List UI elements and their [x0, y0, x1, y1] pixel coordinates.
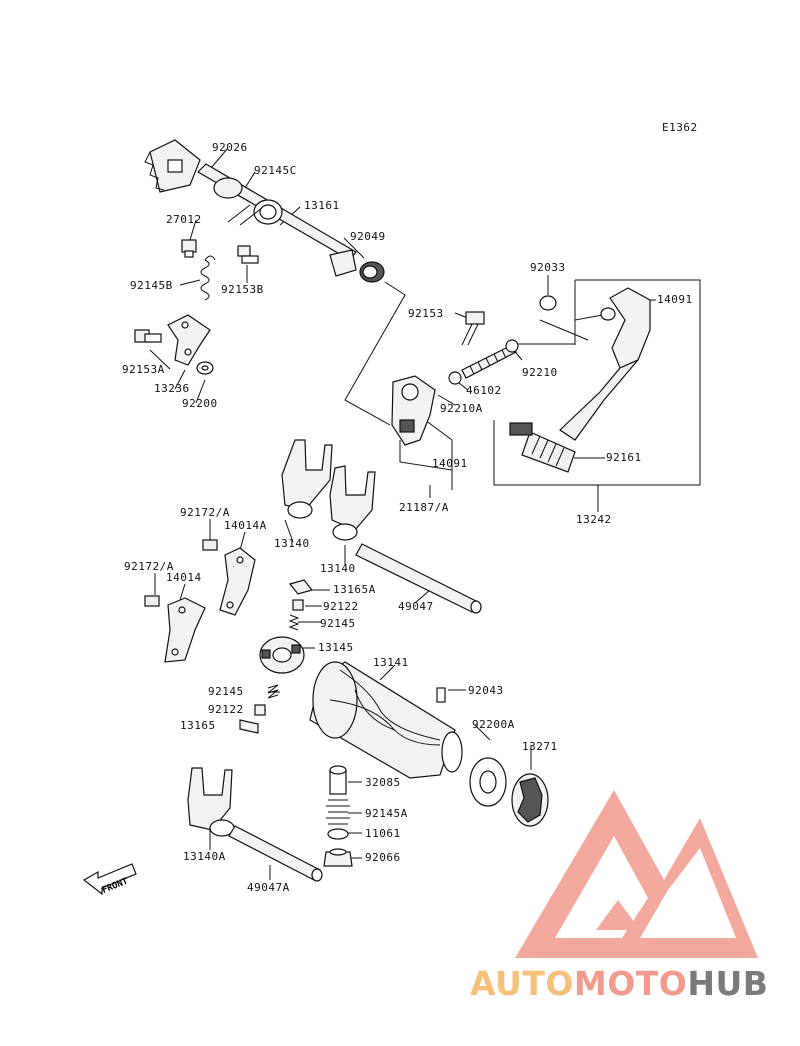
screw-92172A-upper	[202, 539, 218, 551]
label-92200A: 92200A	[472, 718, 515, 731]
label-92200: 92200	[182, 397, 218, 410]
spring-92145A	[326, 799, 350, 825]
label-92026: 92026	[212, 141, 248, 154]
shift-drum-13141	[309, 661, 463, 779]
front-direction-arrow: FRONT	[82, 863, 137, 896]
label-32085: 32085	[365, 776, 401, 789]
spring-92145-upper	[288, 614, 300, 631]
shift-fork-13140-middle	[329, 465, 376, 541]
label-92153B: 92153B	[221, 283, 264, 296]
label-92066: 92066	[365, 851, 401, 864]
label-13140-upper: 13140	[274, 537, 310, 550]
label-14091-lever: 14091	[432, 457, 468, 470]
spring-92145-lower	[267, 684, 279, 699]
label-92172A-lower: 92172/A	[124, 560, 174, 573]
label-49047: 49047	[398, 600, 434, 613]
leader-lines	[149, 147, 701, 880]
label-92033: 92033	[530, 261, 566, 274]
label-13140A: 13140A	[183, 850, 226, 863]
label-46102: 46102	[466, 384, 502, 397]
rod-46102	[448, 339, 519, 385]
label-14014A: 14014A	[224, 519, 267, 532]
pin-13165A	[288, 579, 314, 595]
label-92122-upper: 92122	[323, 600, 359, 613]
watermark-hub: HUB	[687, 964, 769, 1003]
watermark-logo	[515, 790, 758, 958]
shaft-49047A	[228, 825, 323, 882]
watermark-moto: MOTO	[573, 964, 688, 1003]
label-92122-lower: 92122	[208, 703, 244, 716]
label-13165A: 13165A	[333, 583, 376, 596]
circlip-92033	[539, 295, 557, 311]
bolt-92153	[461, 311, 485, 346]
watermark-auto: AUTO	[470, 964, 574, 1003]
pin-32085	[329, 765, 347, 795]
label-92145-upper: 92145	[320, 617, 356, 630]
pin-92122-upper	[292, 599, 304, 611]
label-13145: 13145	[318, 641, 354, 654]
ring-11061	[327, 828, 349, 840]
label-13141: 13141	[373, 656, 409, 669]
label-49047A: 49047A	[247, 881, 290, 894]
plate-14014A	[219, 547, 256, 616]
label-92145C: 92145C	[254, 164, 297, 177]
plate-13236	[167, 314, 211, 366]
shift-fork-13140-upper	[281, 439, 333, 519]
pin-92122-lower	[254, 704, 266, 716]
label-27012: 27012	[166, 213, 202, 226]
label-92210: 92210	[522, 366, 558, 379]
plug-92066	[323, 848, 353, 867]
pedal-14091	[559, 287, 651, 441]
pin-92043	[436, 687, 446, 703]
plate-14014	[164, 597, 206, 663]
pin-27012	[181, 239, 197, 258]
shaft-49047	[355, 543, 482, 614]
label-92153: 92153	[408, 307, 444, 320]
gear-13271	[511, 773, 549, 827]
spring-92145B	[200, 255, 216, 301]
label-92161: 92161	[606, 451, 642, 464]
label-11061: 11061	[365, 827, 401, 840]
label-13242: 13242	[576, 513, 612, 526]
washer-92200A	[469, 757, 507, 807]
label-92145A: 92145A	[365, 807, 408, 820]
ratchet-teeth	[144, 151, 165, 191]
label-92145B: 92145B	[130, 279, 173, 292]
label-14014: 14014	[166, 571, 202, 584]
watermark-text: AUTOMOTOHUB	[470, 964, 768, 1003]
label-21187A: 21187/A	[399, 501, 449, 514]
label-13140-middle: 13140	[320, 562, 356, 575]
shift-fork-13140A	[187, 767, 235, 837]
label-92043: 92043	[468, 684, 504, 697]
washer-92200	[196, 361, 214, 375]
pin-13165	[239, 719, 259, 734]
label-92210A: 92210A	[440, 402, 483, 415]
cam-13145	[259, 636, 305, 674]
bolt-92153B	[237, 245, 259, 264]
label-92172A-upper: 92172/A	[180, 506, 230, 519]
label-13161: 13161	[304, 199, 340, 212]
bolt-92153A	[134, 329, 162, 343]
screw-92172A-lower	[144, 595, 160, 607]
label-13236: 13236	[154, 382, 190, 395]
label-92145-lower: 92145	[208, 685, 244, 698]
label-13271: 13271	[522, 740, 558, 753]
footpeg-92161	[509, 422, 576, 473]
label-13165: 13165	[180, 719, 216, 732]
oil-seal-92049	[359, 261, 385, 283]
label-14091-pedal: 14091	[657, 293, 693, 306]
diagram-id: E1362	[662, 121, 698, 134]
label-92153A: 92153A	[122, 363, 165, 376]
shift-shaft-13161	[144, 139, 357, 277]
shift-lever-14091	[391, 375, 436, 446]
label-92049: 92049	[350, 230, 386, 243]
